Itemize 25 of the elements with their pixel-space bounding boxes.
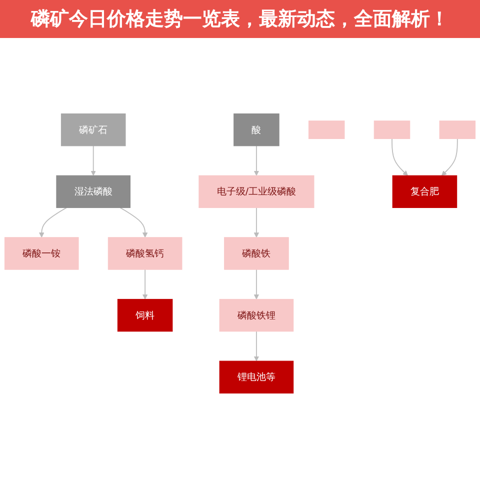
arrow (254, 330, 260, 361)
arrow (254, 206, 260, 238)
arrow (254, 144, 260, 176)
node-box: 磷酸氢钙 (108, 236, 182, 270)
node-box: 磷酸铁 (224, 236, 289, 270)
node-box (439, 120, 476, 139)
node-box: 磷酸铁锂 (219, 298, 294, 332)
node-box: 电子级/工业级磷酸 (198, 174, 314, 208)
arrow (441, 138, 458, 176)
arrow (90, 144, 96, 176)
title-banner: 磷矿今日价格走势一览表，最新动态，全面解析！ (0, 0, 480, 38)
node-box (374, 120, 410, 139)
node-box (308, 120, 345, 139)
node-box: 磷矿石 (60, 112, 126, 146)
node-box: 湿法磷酸 (56, 174, 130, 208)
node-box: 锂电池等 (219, 360, 294, 394)
node-box: 复合肥 (392, 174, 458, 208)
arrow (392, 138, 408, 176)
arrow (254, 268, 260, 300)
node-box: 酸 (234, 112, 280, 146)
arrow (39, 206, 67, 238)
node-box: 磷酸一铵 (4, 236, 79, 270)
arrow (142, 268, 148, 300)
node-box: 饲料 (117, 298, 173, 332)
arrow (120, 206, 148, 238)
